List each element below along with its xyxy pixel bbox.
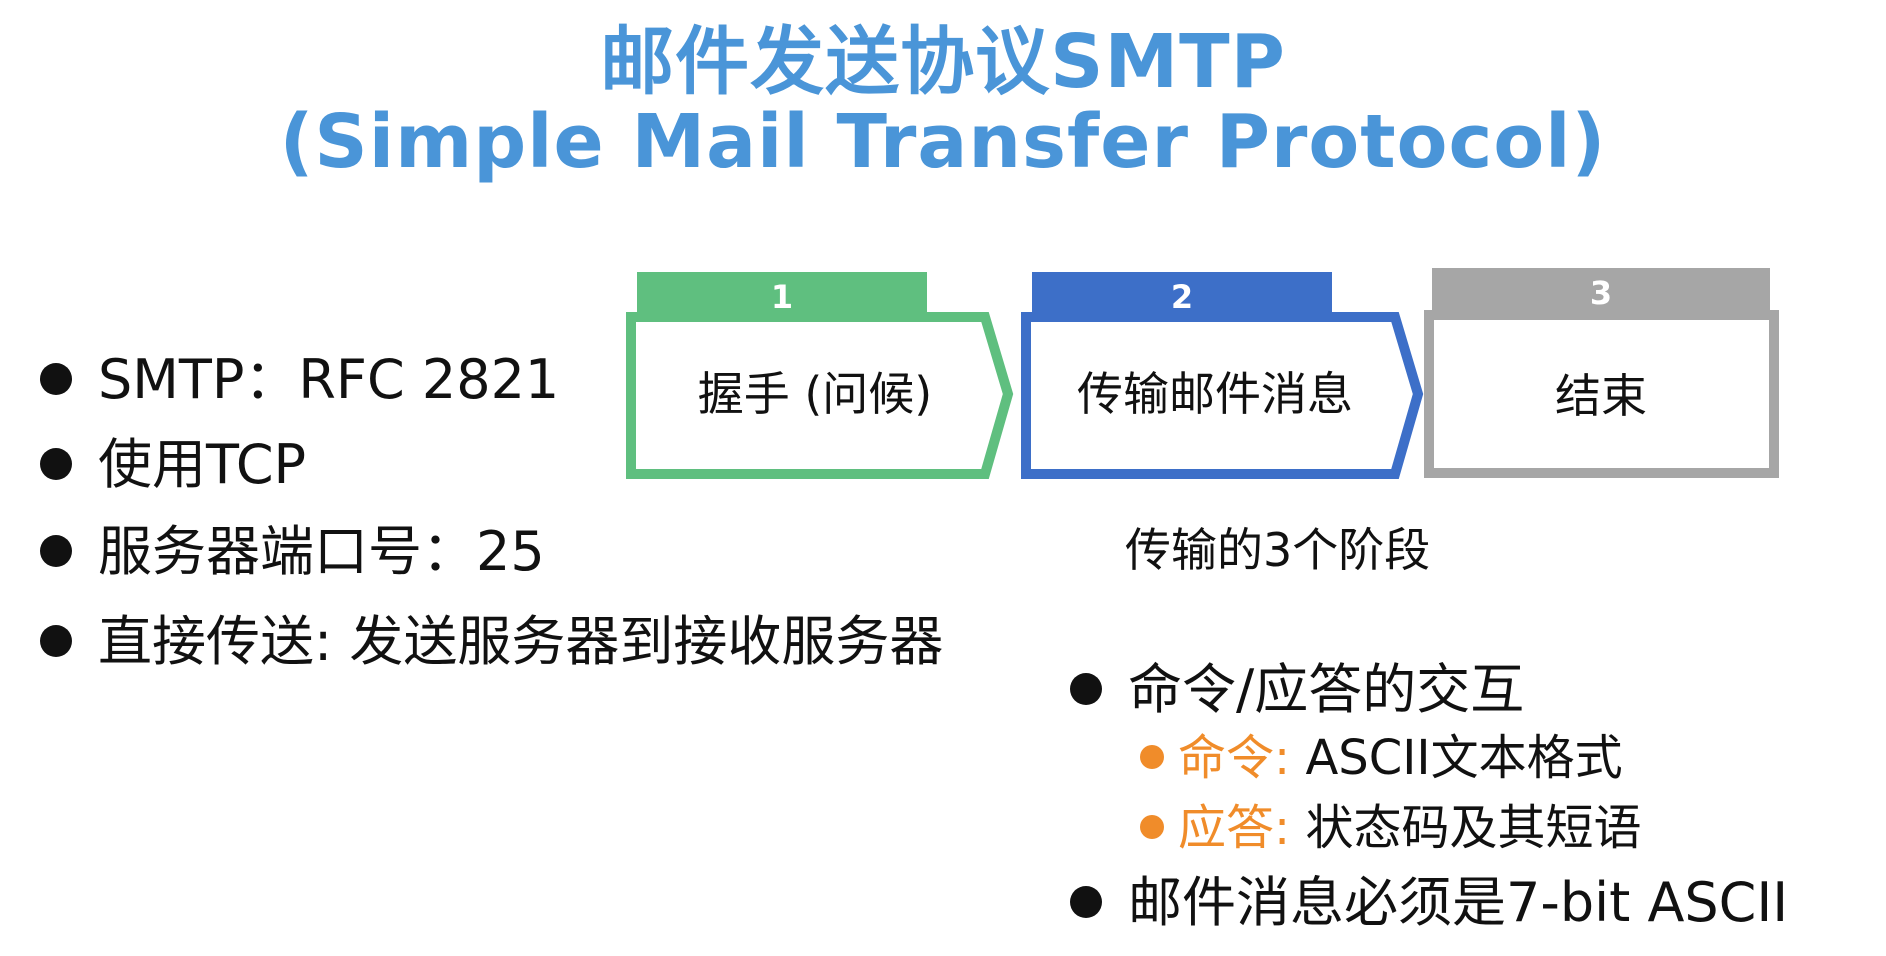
bullet-command-reply: 命令/应答的交互 bbox=[1070, 655, 1524, 725]
stage-1-number: 1 bbox=[770, 278, 794, 316]
stage-1-label: 握手 (问候) bbox=[697, 367, 933, 421]
bullet-dot bbox=[40, 363, 72, 396]
stage-1-shape bbox=[626, 272, 1014, 479]
stage-3-shape bbox=[1424, 268, 1779, 478]
bullet-text: 命令/应答的交互 bbox=[1128, 658, 1525, 721]
bullet-7bit-ascii: 邮件消息必须是7-bit ASCII bbox=[1070, 868, 1788, 938]
bullet-server-port: 服务器端口号：25 bbox=[40, 517, 545, 587]
command-key: 命令: bbox=[1178, 730, 1291, 786]
slide-title: 邮件发送协议SMTP bbox=[600, 19, 1286, 105]
bullet-dot bbox=[40, 535, 72, 568]
bullet-text: 邮件消息必须是7-bit ASCII bbox=[1128, 871, 1789, 934]
bullet-direct-transfer: 直接传送: 发送服务器到接收服务器 bbox=[40, 607, 943, 677]
stage-3-number: 3 bbox=[1589, 274, 1613, 312]
sub-bullet-reply: 应答: 状态码及其短语 bbox=[1140, 797, 1641, 859]
bullet-text: 服务器端口号：25 bbox=[98, 520, 545, 583]
bullet-text: 使用TCP bbox=[98, 433, 307, 496]
stage-3-close: 3 结束 bbox=[1420, 268, 1785, 483]
stage-2-shape bbox=[1021, 272, 1424, 479]
bullet-text: 直接传送: 发送服务器到接收服务器 bbox=[98, 610, 944, 673]
command-value: ASCII文本格式 bbox=[1290, 730, 1623, 786]
reply-value: 状态码及其短语 bbox=[1290, 800, 1642, 856]
sub-bullet-dot bbox=[1140, 745, 1164, 769]
bullet-dot bbox=[40, 448, 72, 481]
stage-3-label: 结束 bbox=[1555, 369, 1647, 423]
bullet-dot bbox=[1070, 673, 1102, 706]
bullet-dot bbox=[1070, 886, 1102, 919]
reply-key: 应答: bbox=[1178, 800, 1291, 856]
sub-bullet-command: 命令: ASCII文本格式 bbox=[1140, 727, 1623, 789]
stage-1-handshake: 1 握手 (问候) bbox=[625, 272, 1020, 482]
bullet-dot bbox=[40, 625, 72, 658]
stage-2-label: 传输邮件消息 bbox=[1077, 367, 1353, 421]
slide-subtitle: (Simple Mail Transfer Protocol) bbox=[279, 99, 1607, 185]
bullet-uses-tcp: 使用TCP bbox=[40, 430, 306, 500]
stages-caption: 传输的3个阶段 bbox=[1125, 523, 1431, 577]
bullet-smtp-rfc: SMTP：RFC 2821 bbox=[40, 345, 559, 415]
bullet-text: SMTP：RFC 2821 bbox=[98, 348, 560, 411]
stage-2-number: 2 bbox=[1170, 278, 1194, 316]
sub-bullet-dot bbox=[1140, 815, 1164, 839]
stage-2-transfer: 2 传输邮件消息 bbox=[1020, 272, 1424, 482]
